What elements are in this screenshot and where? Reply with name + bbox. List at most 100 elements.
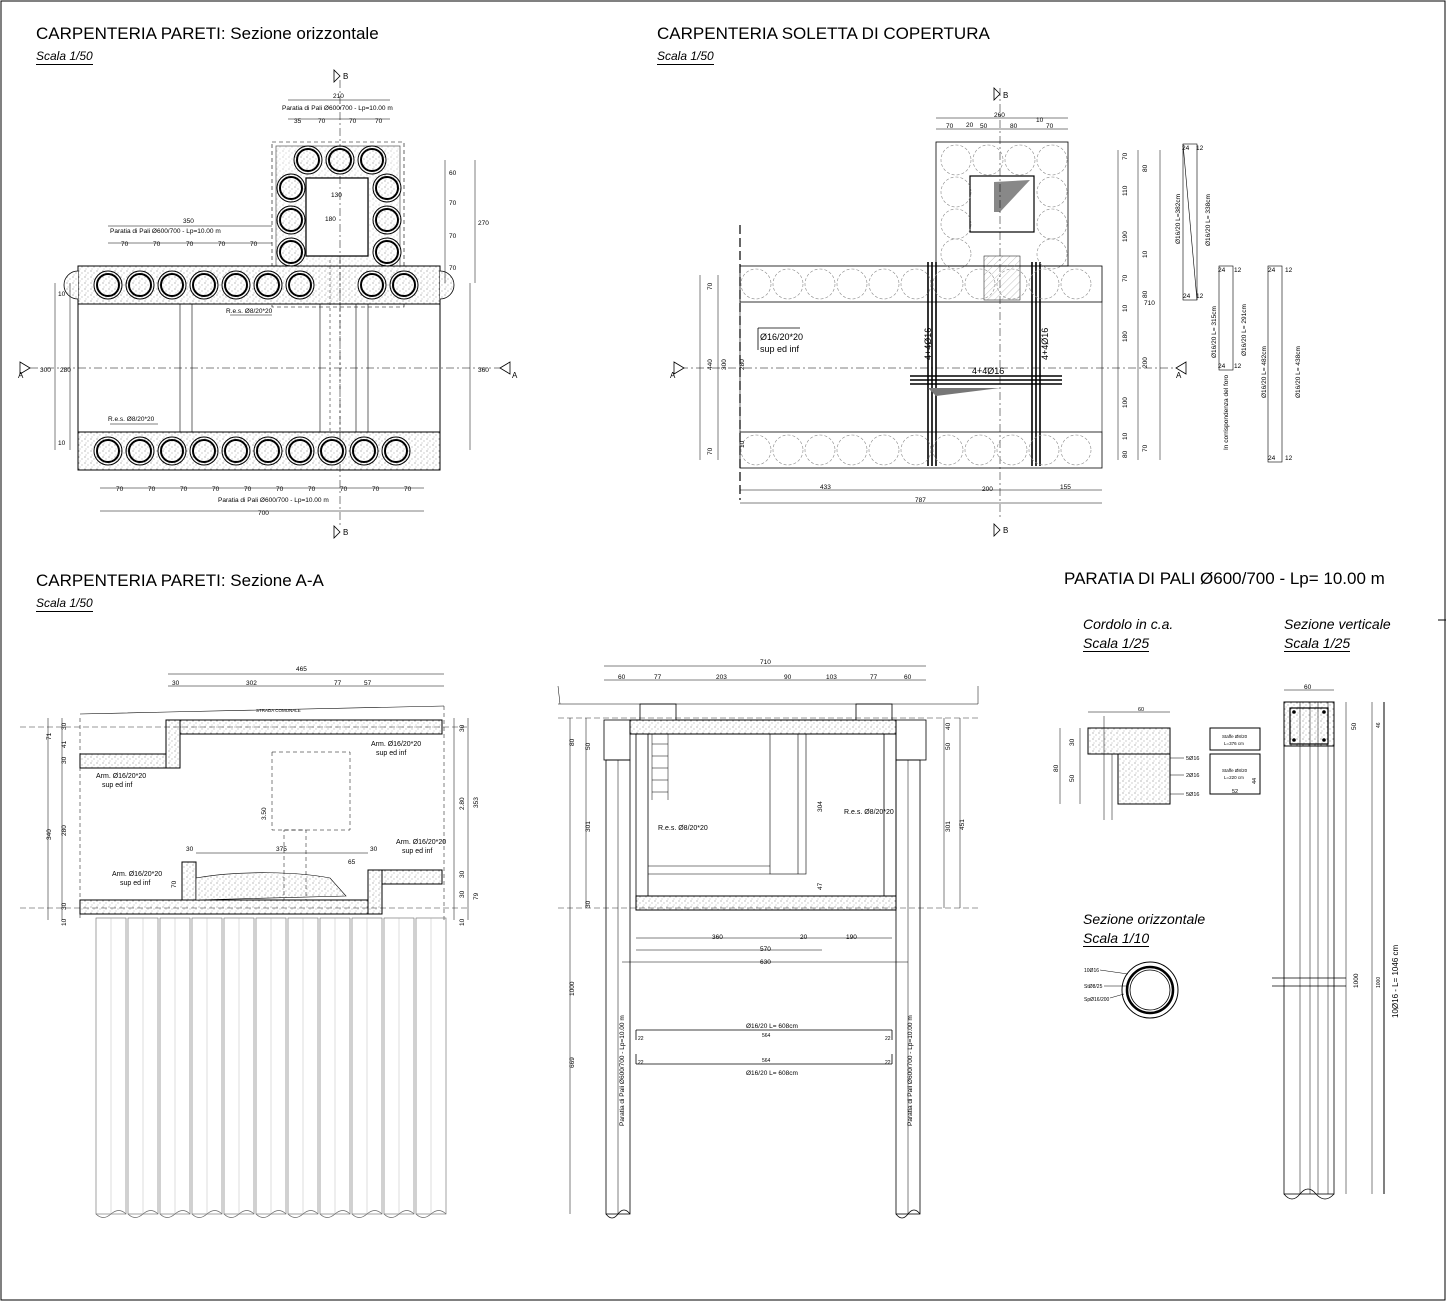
plan-dim-v-360: 360 <box>478 367 489 374</box>
bb-dim-l-80: 80 <box>569 738 576 746</box>
bb-hook-3: 22 <box>638 1060 644 1066</box>
slab-mark-b-bottom: B <box>1003 526 1008 535</box>
bb-dim-103: 103 <box>826 674 837 681</box>
slab-dim-right: 100 <box>1122 397 1129 408</box>
slab-dim-top-3: 50 <box>980 123 988 130</box>
plan-dim-bottom: 70 <box>404 486 412 493</box>
cordolo-bar-3: 5Ø16 <box>1186 792 1199 798</box>
plan-dim-v-270: 270 <box>478 220 489 227</box>
cordolo-st1: Staffe Ø8/20 <box>1222 734 1248 739</box>
scale-slab: Scala 1/50 <box>657 49 714 65</box>
bb-dim-360: 360 <box>712 934 723 941</box>
slab-bar-hook2-3: 12 <box>1285 267 1293 274</box>
aa-arm-bottom-right: Arm. Ø16/20*20 <box>396 839 446 846</box>
plan-dim-top-3: 70 <box>349 118 357 125</box>
slab-mark-b-top: B <box>1003 91 1008 100</box>
slab-ghost-pile <box>996 434 1028 466</box>
aa-pile-break <box>191 1210 223 1218</box>
plan-pile-rebar <box>128 273 152 297</box>
slab-bar1-label2: Ø16/20 L= 338cm <box>1205 194 1212 246</box>
plan-dim-total-bottom: 700 <box>258 510 269 517</box>
plan-dim-r-2: 70 <box>449 200 457 207</box>
bb-bar-top-len: 564 <box>762 1033 771 1039</box>
plan-dim-left-4: 70 <box>218 241 226 248</box>
bb-pile-right: Paratia di Pali Ø600/700 - Lp=10.00 m <box>907 1015 914 1126</box>
bb-dim-r-301: 301 <box>945 821 952 832</box>
aa-dim-r-280: 2.80 <box>459 797 466 810</box>
slab-dim-b-0: 433 <box>820 484 831 491</box>
horiz-texts: 10Ø16 StØ8/25 SpØ16/200 <box>1084 968 1110 1003</box>
slab-rebar-sub: sup ed inf <box>760 344 800 354</box>
plan-pile-rebar <box>256 273 280 297</box>
aa-road: STRADA COMUNALE <box>256 708 301 713</box>
plan-pile <box>276 237 306 267</box>
aa-arm-bottom-left-sub: sup ed inf <box>120 880 150 887</box>
bb-bar-bottom: Ø16/20 L= 608cm <box>746 1070 798 1077</box>
slab-bar2-label: Ø16/20 L= 315cm <box>1211 306 1218 358</box>
plan-dim-left-5: 70 <box>250 241 258 248</box>
slab-dim-top-total: 260 <box>994 112 1005 119</box>
bb-hook-4: 22 <box>885 1060 891 1066</box>
bb-dim-77a: 77 <box>654 674 662 681</box>
plan-horizontal-section <box>19 69 511 539</box>
slab-bar3-label2: Ø16/20 L= 438cm <box>1295 346 1302 398</box>
bb-res-left: R.e.s. Ø8/20*20 <box>658 825 708 832</box>
pile-vertical-section <box>1272 689 1385 1200</box>
aa-pile-break <box>415 1210 447 1218</box>
aa-dim-r-353: 353 <box>473 797 480 808</box>
aa-dim-l-30c: 30 <box>61 902 68 910</box>
slab-dim-right: 200 <box>1142 357 1149 368</box>
slab-dim-right: 70 <box>1142 444 1149 452</box>
plan-half-pile <box>63 270 79 300</box>
plan-piles <box>63 145 455 466</box>
aa-dim-375: 375 <box>276 846 287 853</box>
slab-ghost-pile <box>900 434 932 466</box>
plan-dim-bottom: 70 <box>340 486 348 493</box>
bb-dim-304: 304 <box>817 801 824 812</box>
plan-dim-bottom: 70 <box>244 486 252 493</box>
bb-dim-l-1000: 1000 <box>569 981 576 996</box>
plan-dim-v-10a: 10 <box>58 291 66 298</box>
bb-dim-203: 203 <box>716 674 727 681</box>
plan-pile <box>276 173 306 203</box>
vert-dim-50: 50 <box>1351 722 1358 730</box>
plan-dim-v-10b: 10 <box>58 440 66 447</box>
plan-mark-b-top: B <box>343 72 348 81</box>
slab-ghost-pile <box>772 434 804 466</box>
plan-mark-a-left: A <box>18 371 24 380</box>
plan-pile <box>93 270 123 300</box>
slab-ghost-pile <box>996 268 1028 300</box>
plan-pile-rebar <box>375 240 399 264</box>
slab-dim-top-4: 80 <box>1010 123 1018 130</box>
bb-dim-20: 20 <box>800 934 808 941</box>
plan-pile <box>389 270 419 300</box>
slab-ghost-pile <box>964 268 996 300</box>
plan-pile-label-left: Paratia di Pali Ø600/700 - Lp=10.00 m <box>110 228 221 235</box>
slab-dim-top-1: 70 <box>946 123 954 130</box>
bb-dim-r-40: 40 <box>945 722 952 730</box>
slab-ghost-pile <box>1028 434 1060 466</box>
plan-pile <box>285 436 315 466</box>
slab-bar-texts: Ø16/20*20 sup ed inf 4+4Ø16 4+4Ø16 4+4Ø1… <box>760 328 1050 376</box>
slab-ghost-pile <box>1060 268 1092 300</box>
slab-dim-top-2: 20 <box>966 122 974 129</box>
bb-dim-90: 90 <box>784 674 792 681</box>
cordolo-bar-1: 5Ø16 <box>1186 756 1199 762</box>
plan-res-top: R.e.s. Ø8/20*20 <box>226 308 273 315</box>
title-vertical: Sezione verticale <box>1284 616 1391 632</box>
bb-pile-left: Paratia di Pali Ø600/700 - Lp=10.00 m <box>619 1015 626 1126</box>
scale-horizontal: Scala 1/10 <box>1083 930 1150 947</box>
aa-dim-r-10: 10 <box>459 918 466 926</box>
aa-dim-70: 70 <box>171 880 178 888</box>
aa-dim-350: 3.50 <box>261 807 268 820</box>
bb-dim-190: 190 <box>846 934 857 941</box>
plan-dim-v-280: 280 <box>60 367 71 374</box>
aa-arm-bottom-right-sub: sup ed inf <box>402 848 432 855</box>
aa-pile-break <box>319 1210 351 1218</box>
aa-dim-465: 465 <box>296 666 307 673</box>
title-section: CARPENTERIA PARETI: Sezione A-A <box>36 571 324 590</box>
bb-dim-570: 570 <box>760 946 771 953</box>
